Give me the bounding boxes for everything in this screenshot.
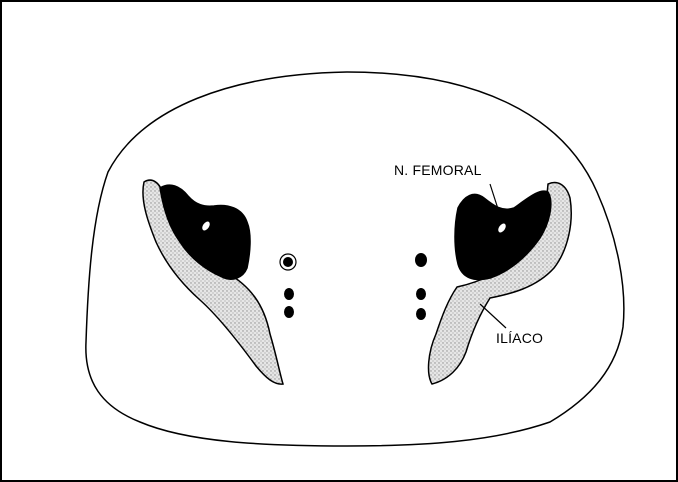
left-vessel-upper-core (283, 257, 293, 267)
right-vessel-lower (416, 308, 426, 320)
left-vessel-middle (284, 288, 294, 300)
right-vessel-middle (416, 288, 426, 300)
right-vessel-upper (415, 253, 427, 267)
iliaco-label: ILÍACO (496, 330, 543, 346)
left-vessel-lower (284, 306, 294, 318)
femoral-nerve-label: N. FEMORAL (394, 162, 482, 178)
